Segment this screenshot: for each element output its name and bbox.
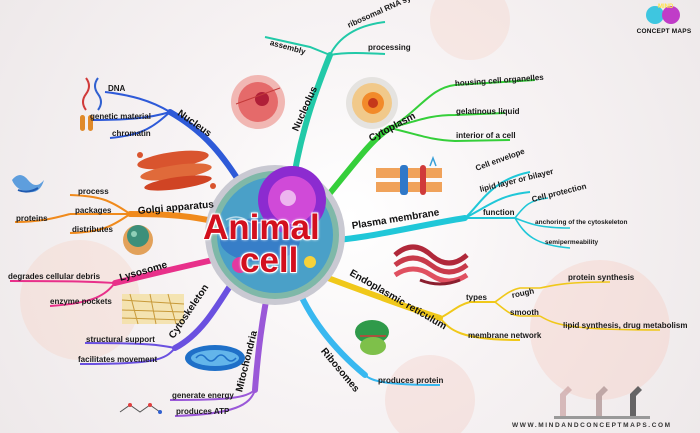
leaf-gelatinous-liquid: gelatinous liquid [456,108,520,116]
leaf-process: process [78,188,109,196]
bg-glow [385,355,475,433]
logo-text: CONCEPT MAPS [632,28,696,35]
leaf-produces-protein: produces protein [378,377,443,385]
leaf-types: types [466,294,487,302]
leaf-processing: processing [368,44,411,52]
ribosome-illustration [355,320,389,355]
leaf-distributes: distributes [72,226,113,234]
logo-mid-text: MIND [658,4,673,10]
leaf-lipid-synthesis: lipid synthesis, drug metabolism [563,322,687,330]
cytoskeleton-illustration [122,294,184,324]
leaf-protein-synthesis: protein synthesis [568,274,634,282]
leaf-dna: DNA [108,85,125,93]
leaf-function: function [483,209,515,217]
leaf-produces-atp: produces ATP [176,408,229,416]
golgi-illustration [136,147,216,194]
protein-structure-icon [12,175,44,192]
mitochondria-illustration [185,345,245,371]
leaf-chromatin: chromatin [112,130,151,138]
leaf-anchoring-cytoskeleton: anchoring of the cytoskeleton [535,220,627,227]
leaf-structural-support: structural support [86,336,155,344]
bg-glow [430,0,510,60]
leaf-facilitates-movement: facilitates movement [78,356,157,364]
title-line2: cell [240,243,298,278]
microscope-icons [554,386,650,419]
leaf-membrane-network: membrane network [468,332,541,340]
nucleus-illustration [231,75,285,129]
leaf-proteins: proteins [16,215,48,223]
leaf-enzyme-pockets: enzyme pockets [50,298,112,306]
concept-maps-logo: MIND CONCEPT MAPS [632,4,696,40]
atp-molecule-illustration [120,403,162,414]
leaf-interior-of-a-cell: interior of a cell [456,132,516,140]
er-illustration [395,247,467,284]
leaf-semipermeability: semipermeability [545,240,598,247]
dna-icon [83,78,101,110]
leaf-generate-energy: generate energy [172,392,234,400]
title-line1: Animal [203,210,320,245]
footer-url: WWW.MINDANDCONCEPTMAPS.COM [512,422,672,429]
plasma-membrane-illustration [376,158,442,195]
leaf-packages: packages [75,207,111,215]
leaf-smooth: smooth [510,309,539,317]
leaf-genetic-material: genetic material [90,113,151,121]
leaf-degrades-debris: degrades cellular debris [8,273,100,281]
lysosome-illustration [123,225,153,255]
